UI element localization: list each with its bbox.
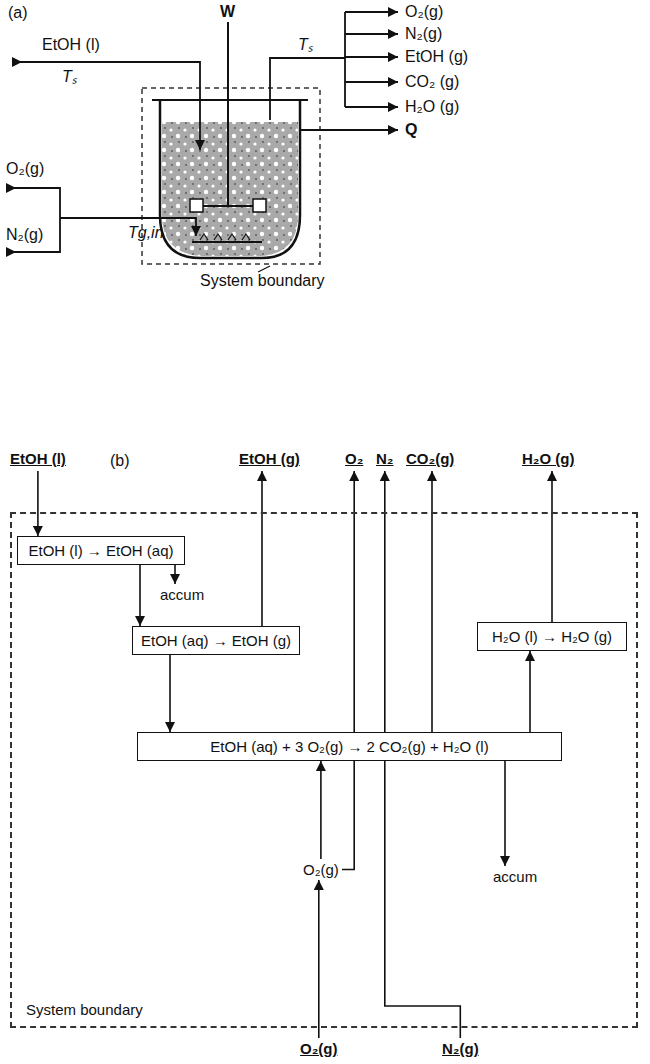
stream-terminal: O₂: [343, 448, 365, 471]
node-text: O₂(g): [300, 1040, 338, 1057]
vessel: [160, 100, 300, 258]
flow-arrow: [169, 655, 171, 732]
flow-arrow: [504, 761, 506, 866]
process-box: EtOH (aq) + 3 O₂(g) → 2 CO₂(g) + H₂O (l): [137, 732, 562, 761]
node-text: accum: [493, 868, 537, 885]
node-text: EtOH (aq) + 3 O₂(g) → 2 CO₂(g) + H₂O (l): [210, 738, 488, 755]
node-text: accum: [160, 586, 204, 603]
stream-label: O₂(g): [405, 3, 443, 21]
node-text: N₂: [376, 450, 394, 467]
flow-arrow: [37, 471, 39, 536]
sparger: [192, 241, 262, 243]
flow-arrow: [431, 471, 433, 732]
impeller: [190, 199, 203, 212]
node-text: EtOH (l): [10, 450, 66, 467]
panel-letter: (b): [110, 452, 130, 470]
process-box: H₂O (l) → H₂O (g): [477, 622, 627, 651]
system-boundary: [142, 88, 320, 264]
stream-terminal: H₂O (g): [520, 448, 577, 471]
flow-arrow: [342, 471, 354, 870]
stream-label: N₂(g): [6, 226, 43, 244]
flow-arrow: [318, 880, 320, 1038]
node-text: H₂O (g): [522, 450, 575, 467]
stream-terminal: N₂(g): [440, 1038, 481, 1061]
node-text: N₂(g): [442, 1040, 479, 1057]
stream-terminal: O₂(g): [298, 1038, 340, 1061]
flow-label: accum: [490, 866, 540, 887]
heat-label: Q: [405, 121, 417, 139]
node-text: EtOH (aq) → EtOH (g): [141, 632, 291, 649]
process-box: EtOH (l) → EtOH (aq): [17, 536, 185, 565]
flow-label: O₂(g): [300, 859, 342, 880]
flow-arrow: [551, 471, 553, 622]
stream-terminal: CO₂(g): [404, 448, 456, 471]
flow-arrow: [320, 761, 322, 859]
stream-label: H₂O (g): [405, 98, 459, 116]
flow-arrow: [261, 471, 263, 626]
flow-label: accum: [157, 584, 207, 605]
node-text: EtOH (g): [239, 450, 300, 467]
stream-label: EtOH (g): [405, 48, 468, 66]
stream-terminal: EtOH (l): [8, 448, 68, 471]
temperature-label: Tg,in: [128, 224, 164, 242]
node-text: O₂: [345, 450, 363, 467]
stream-label: O₂(g): [6, 160, 44, 178]
node-text: EtOH (l) → EtOH (aq): [28, 542, 173, 559]
stream-terminal: N₂: [374, 448, 396, 471]
stream-label: CO₂ (g): [405, 73, 459, 91]
stream-terminal: EtOH (g): [237, 448, 302, 471]
boundary-label: System boundary: [200, 272, 325, 290]
node-text: H₂O (l) → H₂O (g): [492, 628, 612, 645]
flow-arrow: [174, 565, 176, 584]
panel-letter: (a): [8, 4, 28, 22]
system-boundary: System boundary EtOH (l) → EtOH (aq) accum…: [10, 512, 638, 1028]
temperature-label: Tₛ: [298, 36, 313, 54]
stream-label: EtOH (l): [42, 36, 100, 54]
stirrer-shaft: [227, 22, 229, 206]
process-box: EtOH (aq) → EtOH (g): [132, 626, 300, 655]
liquid: [162, 122, 298, 256]
node-text: CO₂(g): [406, 450, 454, 467]
flow-arrow: [139, 565, 141, 626]
stream-label: N₂(g): [405, 25, 442, 43]
work-label: W: [220, 3, 235, 21]
flow-arrow: [529, 651, 531, 732]
node-text: System boundary: [26, 1001, 143, 1018]
node-text: O₂(g): [303, 861, 339, 878]
temperature-label: Tₛ: [62, 68, 77, 86]
